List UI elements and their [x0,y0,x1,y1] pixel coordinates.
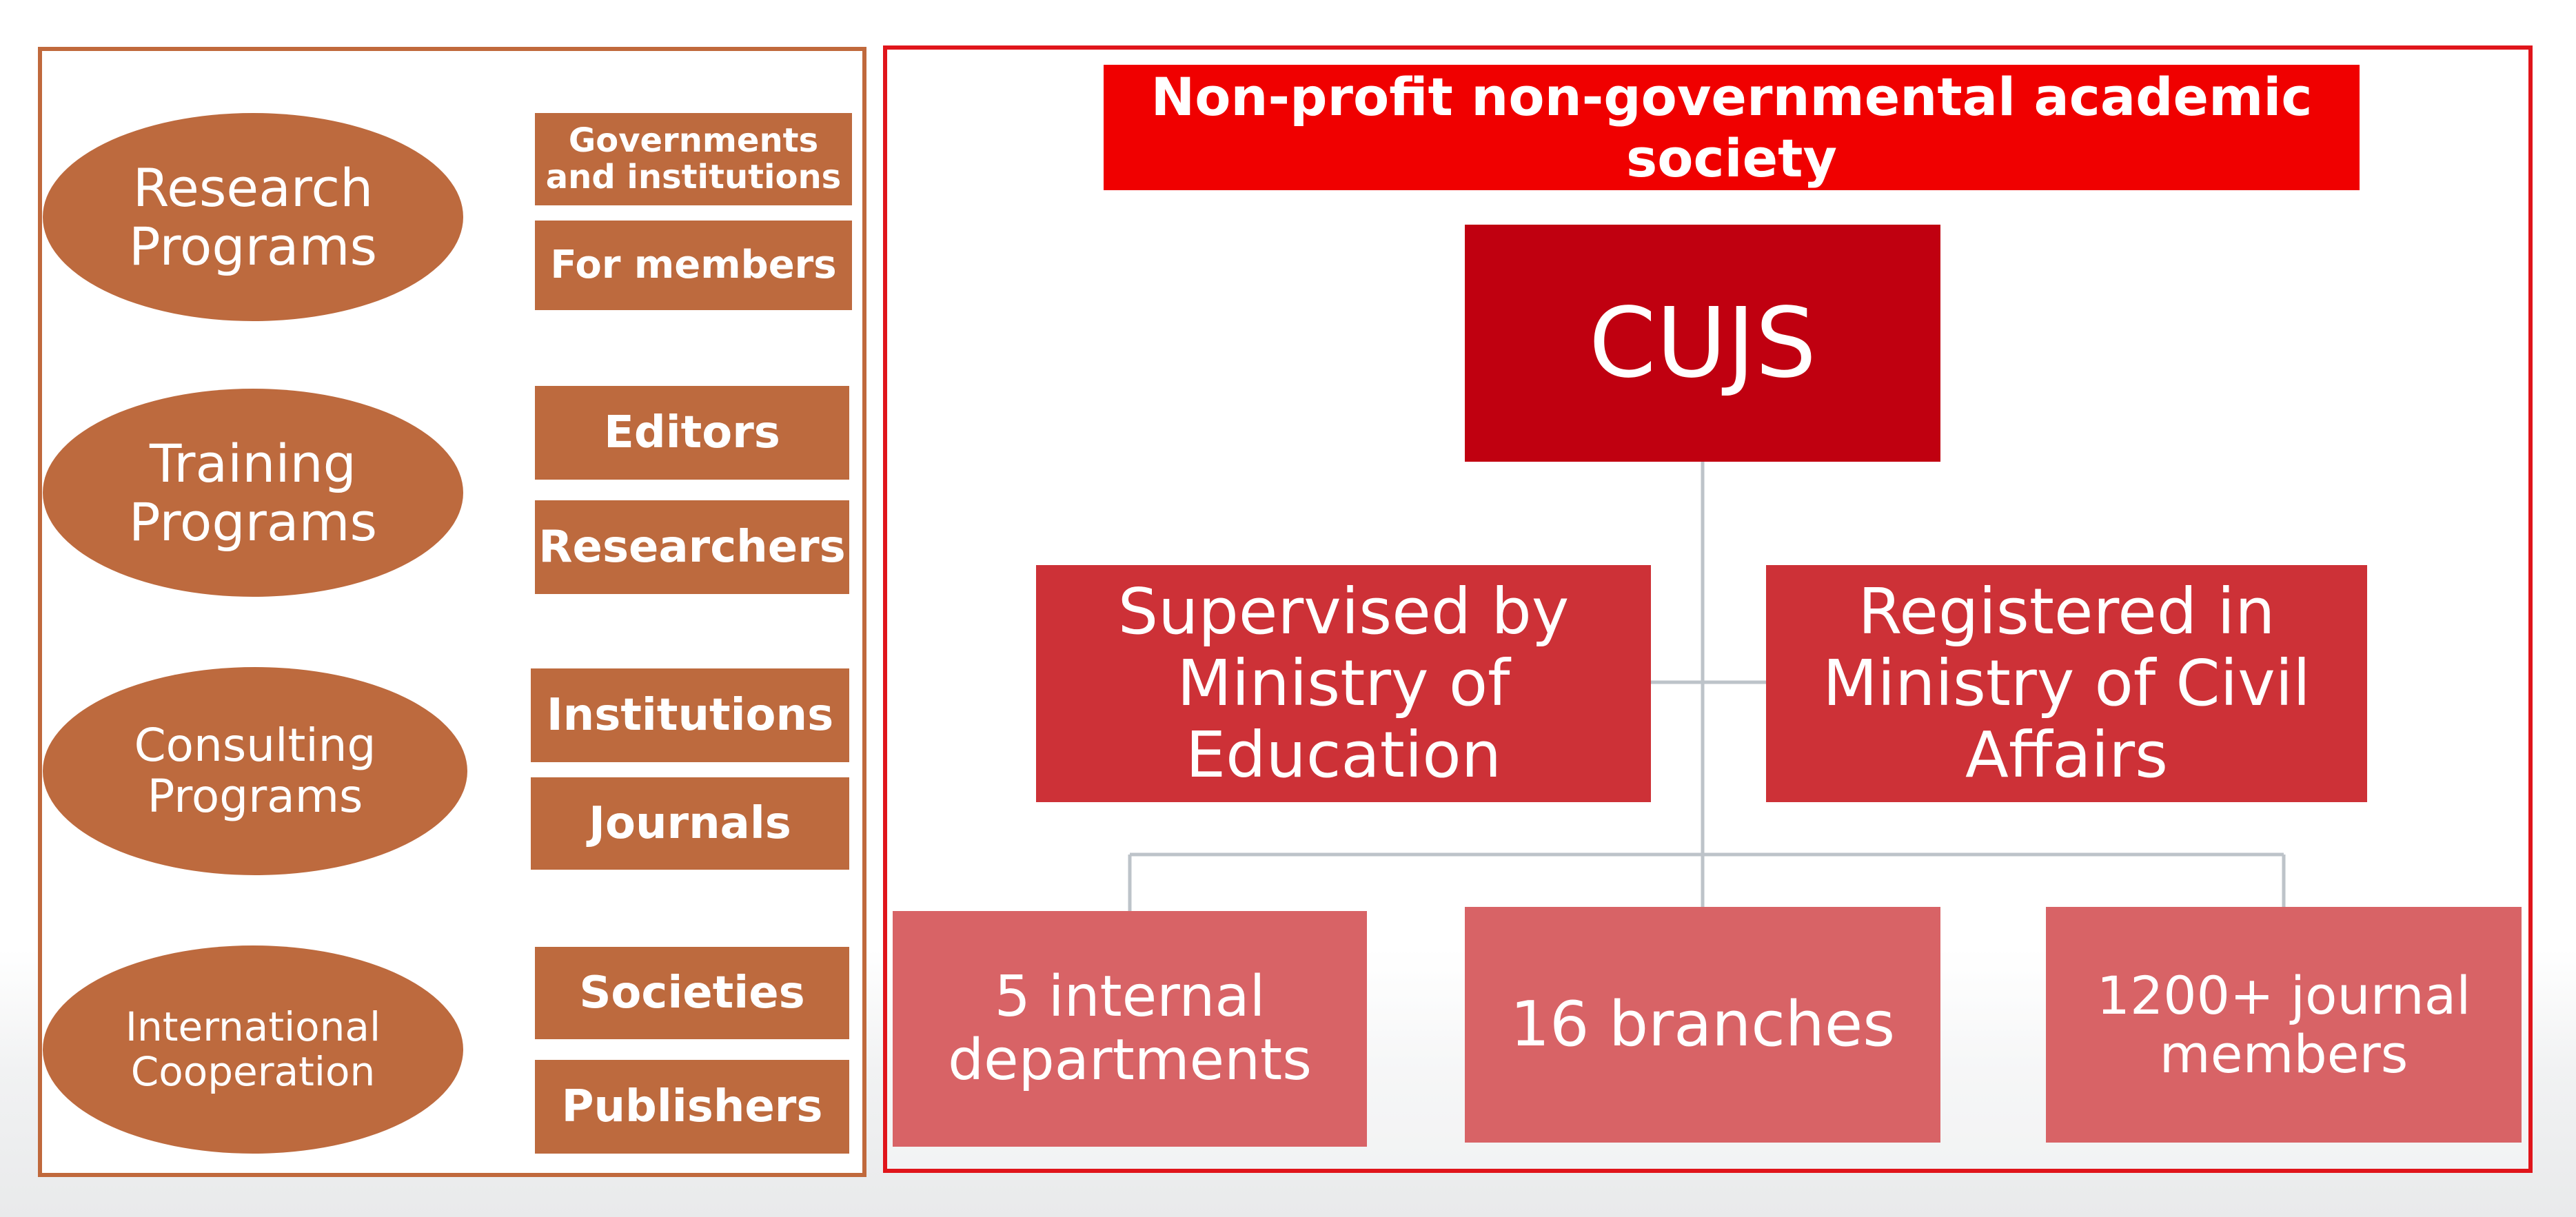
training-programs-label: Training Programs [128,432,378,553]
supervised-label: Supervised by Ministry of Education [1117,575,1570,792]
institutions-label: Institutions [546,689,834,741]
societies-label: Societies [579,967,805,1019]
research-programs-label: Research Programs [128,156,378,277]
international-cooperation-ellipse: International Cooperation [43,945,463,1154]
registered-box: Registered in Ministry of Civil Affairs [1766,565,2367,802]
journal-members-label: 1200+ journal members [2096,964,2471,1085]
journals-box: Journals [531,777,849,870]
for-members-box: For members [535,221,852,310]
training-programs-ellipse: Training Programs [43,389,463,597]
governments-institutions-box: Governments and institutions [535,113,852,205]
supervised-box: Supervised by Ministry of Education [1036,565,1651,802]
editors-box: Editors [535,386,849,480]
publishers-label: Publishers [561,1081,823,1132]
registered-label: Registered in Ministry of Civil Affairs [1823,575,2311,792]
international-cooperation-label: International Cooperation [125,1003,381,1095]
societies-box: Societies [535,947,849,1039]
cujs-box: CUJS [1465,225,1940,462]
publishers-box: Publishers [535,1060,849,1154]
society-banner: Non-profit non-governmental academic soc… [1104,65,2360,190]
internal-departments-box: 5 internal departments [893,911,1367,1147]
branches-box: 16 branches [1465,907,1940,1143]
consulting-programs-label: Consulting Programs [134,719,376,823]
editors-label: Editors [604,407,780,458]
cujs-label: CUJS [1588,287,1817,400]
branches-label: 16 branches [1510,988,1896,1061]
for-members-label: For members [550,243,837,288]
governments-institutions-label: Governments and institutions [545,121,842,196]
researchers-box: Researchers [535,500,849,594]
consulting-programs-ellipse: Consulting Programs [43,667,467,875]
society-banner-text: Non-profit non-governmental academic soc… [1150,66,2313,189]
journal-members-box: 1200+ journal members [2046,907,2522,1143]
journals-label: Journals [589,797,791,849]
internal-departments-label: 5 internal departments [948,964,1312,1093]
research-programs-ellipse: Research Programs [43,113,463,321]
institutions-box: Institutions [531,668,849,762]
researchers-label: Researchers [538,521,846,573]
